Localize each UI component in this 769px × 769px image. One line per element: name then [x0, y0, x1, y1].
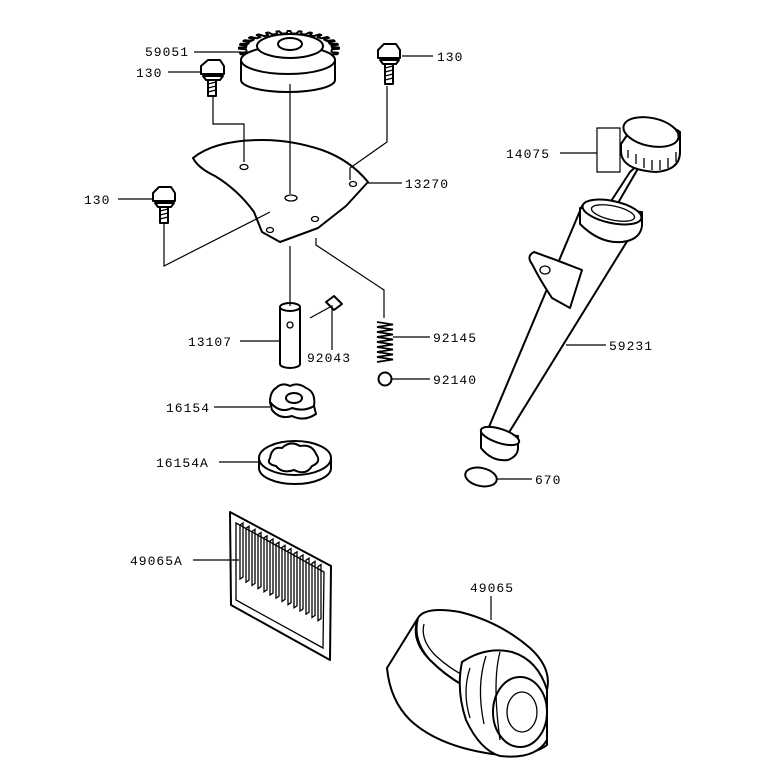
oil-strainer: [229, 511, 332, 661]
oil-filter: [386, 609, 549, 758]
inner-rotor: [269, 383, 317, 420]
label-13270: 13270: [405, 177, 449, 192]
label-670: 670: [535, 473, 561, 488]
bolt-left-top: [200, 59, 225, 97]
label-49065: 49065: [470, 581, 514, 596]
label-130-left-mid: 130: [84, 193, 110, 208]
pump-plate: [192, 139, 369, 243]
spring: [376, 321, 394, 363]
label-92145: 92145: [433, 331, 477, 346]
label-59051: 59051: [145, 45, 189, 60]
strainer-rib: [245, 524, 250, 584]
shaft: [279, 302, 301, 369]
strainer-rib: [257, 531, 262, 590]
label-92043: 92043: [307, 351, 351, 366]
label-59231: 59231: [609, 339, 653, 354]
strainer-rib: [281, 544, 286, 603]
bolt-left-mid: [152, 186, 176, 224]
strainer-rib: [239, 521, 244, 581]
strainer-rib: [251, 528, 256, 587]
label-130-right-top: 130: [437, 50, 463, 65]
part-labels: 59051 130 130 130 13270 14075 59231 1310…: [84, 45, 653, 596]
strainer-rib: [275, 540, 280, 600]
o-ring: [464, 466, 498, 488]
label-92140: 92140: [433, 373, 477, 388]
bolt-right-top: [377, 43, 401, 85]
strainer-rib: [263, 534, 268, 594]
outer-rotor: [258, 440, 332, 485]
label-49065A: 49065A: [130, 554, 183, 569]
strainer-rib: [293, 550, 298, 610]
leader-lines: [118, 51, 621, 620]
strainer-rib: [317, 563, 322, 622]
strainer-rib: [287, 547, 292, 606]
label-16154: 16154: [166, 401, 210, 416]
filler-tube: [479, 198, 643, 462]
label-14075: 14075: [506, 147, 550, 162]
label-130-left-top: 130: [136, 66, 162, 81]
strainer-rib: [311, 560, 316, 619]
strainer-rib: [299, 553, 304, 613]
pin: [325, 295, 343, 311]
dipstick: [603, 116, 681, 213]
ball: [377, 371, 393, 387]
strainer-rib: [269, 537, 274, 597]
label-16154A: 16154A: [156, 456, 209, 471]
gear: [238, 30, 340, 93]
label-13107: 13107: [188, 335, 232, 350]
strainer-rib: [305, 556, 310, 616]
